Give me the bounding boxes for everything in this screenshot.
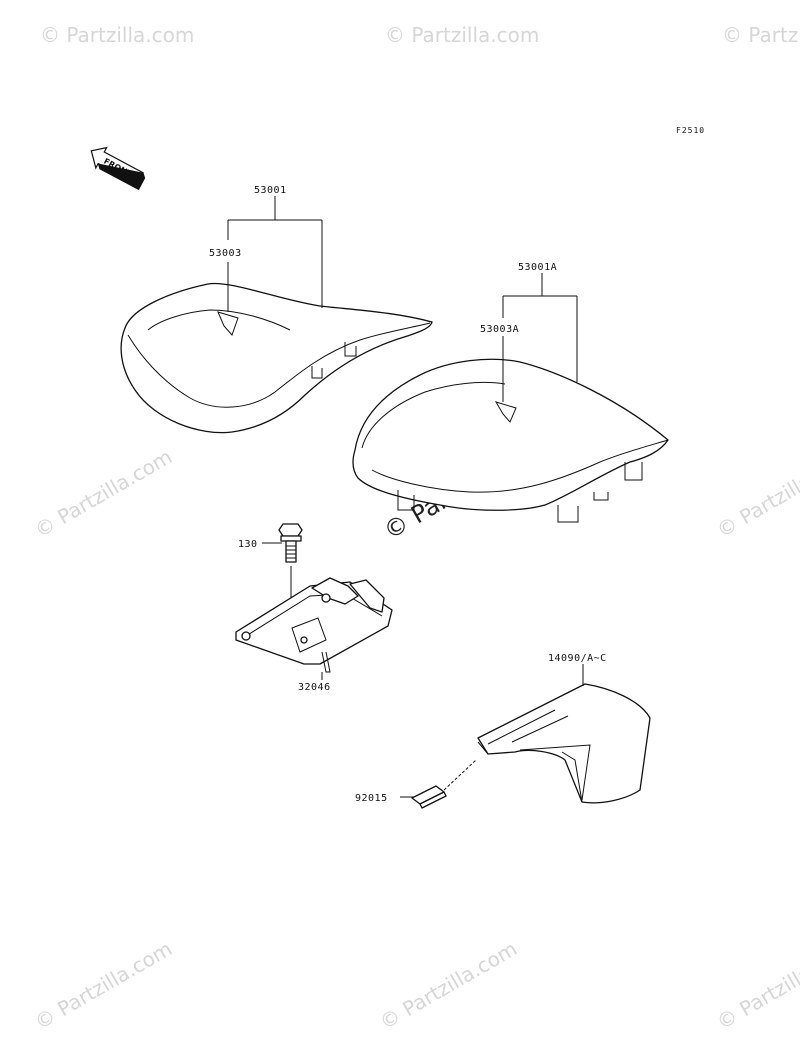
leader-lines <box>227 196 584 798</box>
watermark: © Partzilla.com <box>713 444 800 542</box>
watermark: © Partzilla.com <box>376 936 522 1034</box>
label-53001: 53001 <box>254 185 287 196</box>
figure-code: F2510 <box>676 126 705 135</box>
watermark: © Partzilla.com <box>40 23 194 47</box>
label-53001A: 53001A <box>518 262 557 273</box>
watermark: © Partzilla.com <box>385 23 539 47</box>
watermark: © Partzilla.com <box>722 23 800 47</box>
label-53003A: 53003A <box>480 324 519 335</box>
watermark: © Partzilla.com <box>31 936 177 1034</box>
watermark: © Partzilla.com <box>713 936 800 1034</box>
label-14090: 14090/A~C <box>548 653 607 664</box>
connector <box>411 759 477 809</box>
label-92015: 92015 <box>355 793 388 804</box>
label-53003: 53003 <box>209 248 242 259</box>
part-labels: 53001 53003 53001A 53003A 130 32046 1409… <box>209 185 607 804</box>
watermark: © Partzilla.com <box>31 444 177 542</box>
front-arrow-icon: FRONT <box>90 146 146 191</box>
label-32046: 32046 <box>298 682 331 693</box>
seat-cover <box>477 683 651 804</box>
label-130: 130 <box>238 539 258 550</box>
rear-seat <box>352 358 669 523</box>
bracket <box>235 577 393 673</box>
front-seat <box>120 282 433 434</box>
